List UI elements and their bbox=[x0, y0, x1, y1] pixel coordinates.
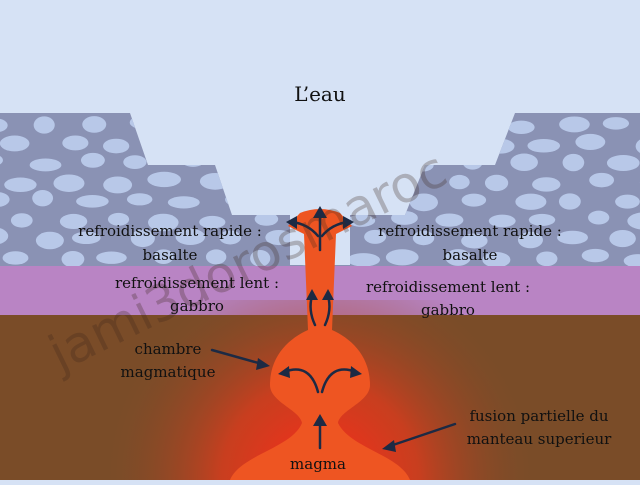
basalt-pebble bbox=[53, 174, 84, 191]
basalt-pebble bbox=[36, 232, 64, 249]
basalt-pebble bbox=[485, 175, 508, 191]
basalt-pebble bbox=[103, 176, 132, 193]
basalt-pebble bbox=[0, 136, 29, 152]
basalt-pebble bbox=[34, 116, 55, 133]
basalt-pebble bbox=[32, 190, 53, 206]
right-gabbro-line2: gabbro bbox=[421, 301, 475, 319]
basalt-pebble bbox=[615, 195, 640, 209]
basalt-pebble bbox=[96, 252, 127, 264]
basalt-pebble bbox=[532, 177, 560, 191]
basalt-pebble bbox=[588, 211, 609, 225]
basalt-pebble bbox=[76, 195, 109, 208]
water-label: L’eau bbox=[294, 82, 346, 106]
basalt-pebble bbox=[609, 230, 635, 247]
basalt-pebble bbox=[147, 172, 181, 187]
left-gabbro-line1: refroidissement lent : bbox=[115, 274, 279, 292]
basalt-pebble bbox=[603, 117, 629, 130]
left-basalt-line2: basalte bbox=[143, 246, 198, 264]
chamber-label-line1: chambre bbox=[135, 340, 202, 358]
basalt-pebble bbox=[127, 193, 152, 205]
basalt-pebble bbox=[527, 139, 560, 153]
basalt-pebble bbox=[347, 253, 380, 266]
basalt-pebble bbox=[4, 178, 36, 192]
basalt-pebble bbox=[582, 249, 609, 262]
basalt-pebble bbox=[386, 249, 419, 265]
basalt-pebble bbox=[81, 153, 105, 168]
basalt-pebble bbox=[515, 194, 546, 210]
basalt-pebble bbox=[103, 139, 129, 154]
basalt-pebble bbox=[62, 251, 85, 267]
basalt-pebble bbox=[607, 155, 640, 171]
basalt-pebble bbox=[62, 135, 88, 150]
mantle-melt-line2: manteau superieur bbox=[467, 430, 612, 448]
basalt-pebble bbox=[559, 193, 581, 209]
basalt-pebble bbox=[462, 194, 486, 207]
right-basalt-line2: basalte bbox=[443, 246, 498, 264]
basalt-pebble bbox=[123, 155, 146, 169]
basalt-pebble bbox=[82, 116, 106, 133]
chamber-label-line2: magmatique bbox=[121, 363, 216, 381]
basalt-pebble bbox=[575, 134, 605, 150]
left-basalt-line1: refroidissement rapide : bbox=[78, 222, 262, 240]
basalt-pebble bbox=[559, 116, 590, 132]
magma-label: magma bbox=[290, 455, 346, 473]
basalt-pebble bbox=[563, 154, 585, 171]
left-gabbro-line2: gabbro bbox=[170, 297, 224, 315]
basalt-pebble bbox=[536, 251, 557, 266]
basalt-pebble bbox=[589, 173, 614, 188]
right-basalt-line1: refroidissement rapide : bbox=[378, 222, 562, 240]
basalt-pebble bbox=[30, 159, 62, 172]
basalt-pebble bbox=[168, 196, 200, 208]
basalt-pebble bbox=[11, 213, 33, 227]
mantle-melt-line1: fusion partielle du bbox=[469, 407, 608, 425]
basalt-pebble bbox=[3, 251, 29, 264]
basalt-pebble bbox=[508, 121, 535, 134]
right-gabbro-line1: refroidissement lent : bbox=[366, 278, 530, 296]
basalt-pebble bbox=[510, 154, 538, 171]
